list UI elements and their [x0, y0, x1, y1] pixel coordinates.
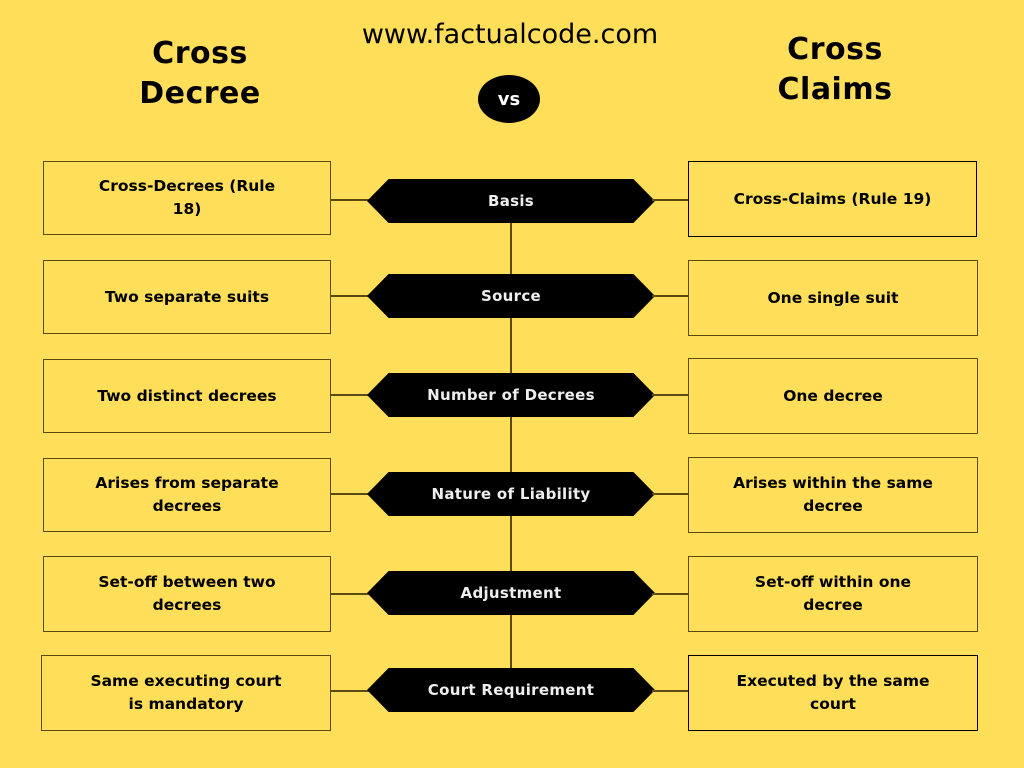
comparison-row-number-of-decrees: Two distinct decrees Number of Decrees O… [0, 358, 1024, 439]
criterion-hexagon: Nature of Liability [367, 472, 655, 516]
left-box: Set-off between two decrees [43, 556, 331, 632]
right-box: Arises within the same decree [688, 457, 978, 533]
criterion-hexagon: Adjustment [367, 571, 655, 615]
left-title: Cross Decree [110, 34, 290, 114]
right-connector [652, 295, 689, 297]
center-spine-line [510, 215, 512, 675]
left-connector [331, 493, 371, 495]
right-connector [652, 493, 689, 495]
right-box: Executed by the same court [688, 655, 978, 731]
comparison-row-basis: Cross-Decrees (Rule 18) Basis Cross-Clai… [0, 161, 1024, 241]
criterion-hexagon: Basis [367, 179, 655, 223]
left-box: Two distinct decrees [43, 359, 331, 433]
right-box: One single suit [688, 260, 978, 336]
left-connector [331, 295, 371, 297]
right-connector [652, 593, 689, 595]
right-title: Cross Claims [740, 30, 930, 110]
criterion-hexagon: Source [367, 274, 655, 318]
criterion-hexagon: Number of Decrees [367, 373, 655, 417]
right-connector [652, 690, 689, 692]
site-url: www.factualcode.com [361, 19, 659, 50]
comparison-row-source: Two separate suits Source One single sui… [0, 260, 1024, 340]
comparison-row-nature-of-liability: Arises from separate decrees Nature of L… [0, 457, 1024, 538]
left-connector [331, 593, 371, 595]
right-connector [652, 394, 689, 396]
right-box: Cross-Claims (Rule 19) [688, 161, 977, 237]
vs-badge: vs [478, 75, 540, 123]
left-box: Two separate suits [43, 260, 331, 334]
left-title-text: Cross Decree [139, 36, 261, 111]
left-connector [331, 394, 371, 396]
left-box: Arises from separate decrees [43, 458, 331, 532]
right-box: Set-off within one decree [688, 556, 978, 632]
right-connector [652, 199, 689, 201]
right-title-text: Cross Claims [777, 32, 893, 107]
comparison-row-adjustment: Set-off between two decrees Adjustment S… [0, 556, 1024, 636]
left-box: Cross-Decrees (Rule 18) [43, 161, 331, 235]
left-connector [331, 199, 371, 201]
left-connector [331, 690, 371, 692]
criterion-hexagon: Court Requirement [367, 668, 655, 712]
right-box: One decree [688, 358, 978, 434]
comparison-row-court-requirement: Same executing court is mandatory Court … [0, 655, 1024, 735]
left-box: Same executing court is mandatory [41, 655, 331, 731]
